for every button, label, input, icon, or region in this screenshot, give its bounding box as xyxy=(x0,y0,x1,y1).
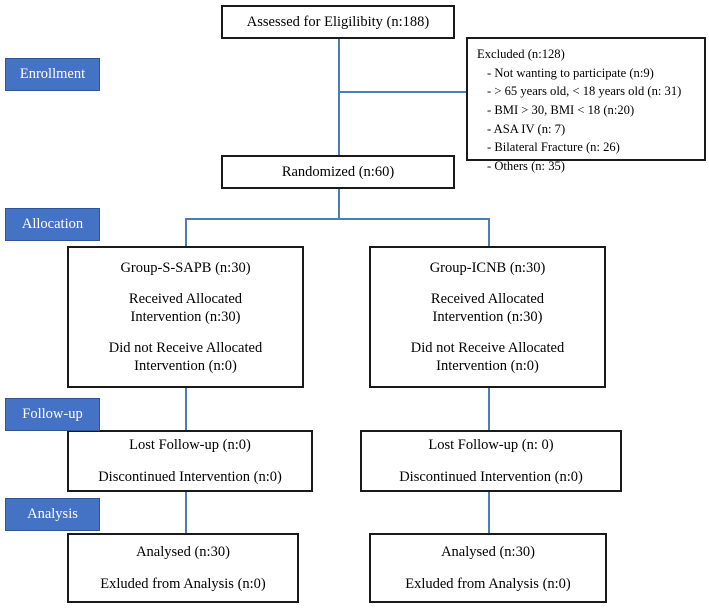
node-analysis-left-line-2: Exluded from Analysis (n:0) xyxy=(100,575,266,592)
node-alloc-right-line-3: Intervention (n:30) xyxy=(432,308,543,325)
node-analysis-right-line-2: Exluded from Analysis (n:0) xyxy=(405,575,571,592)
stage-label-followup: Follow-up xyxy=(5,398,100,431)
node-followup-left-line-2: Discontinued Intervention (n:0) xyxy=(98,468,282,485)
connector-to-excluded xyxy=(338,91,466,93)
node-excluded-reason: - > 65 years old, < 18 years old (n: 31) xyxy=(487,84,682,99)
node-assessed-line-1: Assessed for Eligilibity (n:188) xyxy=(246,13,430,30)
node-followup-left: Lost Follow-up (n:0) Discontinued Interv… xyxy=(67,430,313,492)
node-alloc-left-line-4: Did not Receive Allocated xyxy=(108,340,263,357)
node-followup-right: Lost Follow-up (n: 0) Discontinued Inter… xyxy=(360,430,622,492)
connector-to-alloc-right xyxy=(488,218,490,246)
node-analysis-right-line-1: Analysed (n:30) xyxy=(441,544,535,561)
stage-label-allocation: Allocation xyxy=(5,208,100,241)
node-excluded: Excluded (n:128) - Not wanting to partic… xyxy=(466,37,706,173)
stage-label-enrollment: Enrollment xyxy=(5,58,100,91)
connector-allocation-split xyxy=(185,218,490,220)
node-randomized-line-1: Randomized (n:60) xyxy=(281,163,395,180)
node-alloc-left-line-2: Received Allocated xyxy=(128,290,243,307)
connector-followup-right-to-analysis xyxy=(488,492,490,534)
node-alloc-right-line-2: Received Allocated xyxy=(430,290,545,307)
node-randomized: Randomized (n:60) xyxy=(221,155,455,189)
node-allocation-group-icnb: Group-ICNB (n:30) Received Allocated Int… xyxy=(369,246,606,388)
connector-assessed-to-randomized xyxy=(338,38,340,157)
stage-label-analysis-text: Analysis xyxy=(27,506,78,522)
connector-alloc-left-to-followup xyxy=(185,388,187,431)
node-analysis-left: Analysed (n:30) Exluded from Analysis (n… xyxy=(67,533,299,603)
connector-alloc-right-to-followup xyxy=(488,388,490,431)
connector-to-alloc-left xyxy=(185,218,187,246)
node-excluded-reason: - Not wanting to participate (n:9) xyxy=(487,65,654,80)
node-allocation-group-s-sapb: Group-S-SAPB (n:30) Received Allocated I… xyxy=(67,246,304,388)
node-followup-right-line-2: Discontinued Intervention (n:0) xyxy=(399,468,583,485)
node-excluded-reason-list: - Not wanting to participate (n:9) - > 6… xyxy=(477,64,704,176)
node-excluded-reason: - BMI > 30, BMI < 18 (n:20) xyxy=(487,102,635,117)
node-alloc-right-line-4: Did not Receive Allocated xyxy=(410,340,565,357)
node-followup-right-line-1: Lost Follow-up (n: 0) xyxy=(428,437,554,454)
node-analysis-right: Analysed (n:30) Exluded from Analysis (n… xyxy=(369,533,607,603)
stage-label-analysis: Analysis xyxy=(5,498,100,531)
connector-randomized-stem xyxy=(338,188,340,220)
stage-label-followup-text: Follow-up xyxy=(22,406,83,422)
node-alloc-right-line-5: Intervention (n:0) xyxy=(436,358,539,375)
node-excluded-reason: - Bilateral Fracture (n: 26) xyxy=(487,140,620,155)
stage-label-enrollment-text: Enrollment xyxy=(19,66,86,82)
node-excluded-reason: - Others (n: 35) xyxy=(487,158,565,173)
node-alloc-left-line-1: Group-S-SAPB (n:30) xyxy=(120,259,251,276)
node-assessed-for-eligibility: Assessed for Eligilibity (n:188) xyxy=(221,5,455,39)
node-alloc-left-line-3: Intervention (n:30) xyxy=(130,308,241,325)
node-alloc-right-line-1: Group-ICNB (n:30) xyxy=(429,259,546,276)
node-followup-left-line-1: Lost Follow-up (n:0) xyxy=(129,437,251,454)
stage-label-allocation-text: Allocation xyxy=(21,216,84,232)
node-analysis-left-line-1: Analysed (n:30) xyxy=(136,544,230,561)
connector-followup-left-to-analysis xyxy=(185,492,187,534)
node-alloc-left-line-5: Intervention (n:0) xyxy=(134,358,237,375)
node-excluded-reason: - ASA IV (n: 7) xyxy=(487,121,566,136)
node-excluded-header: Excluded (n:128) xyxy=(477,47,565,61)
